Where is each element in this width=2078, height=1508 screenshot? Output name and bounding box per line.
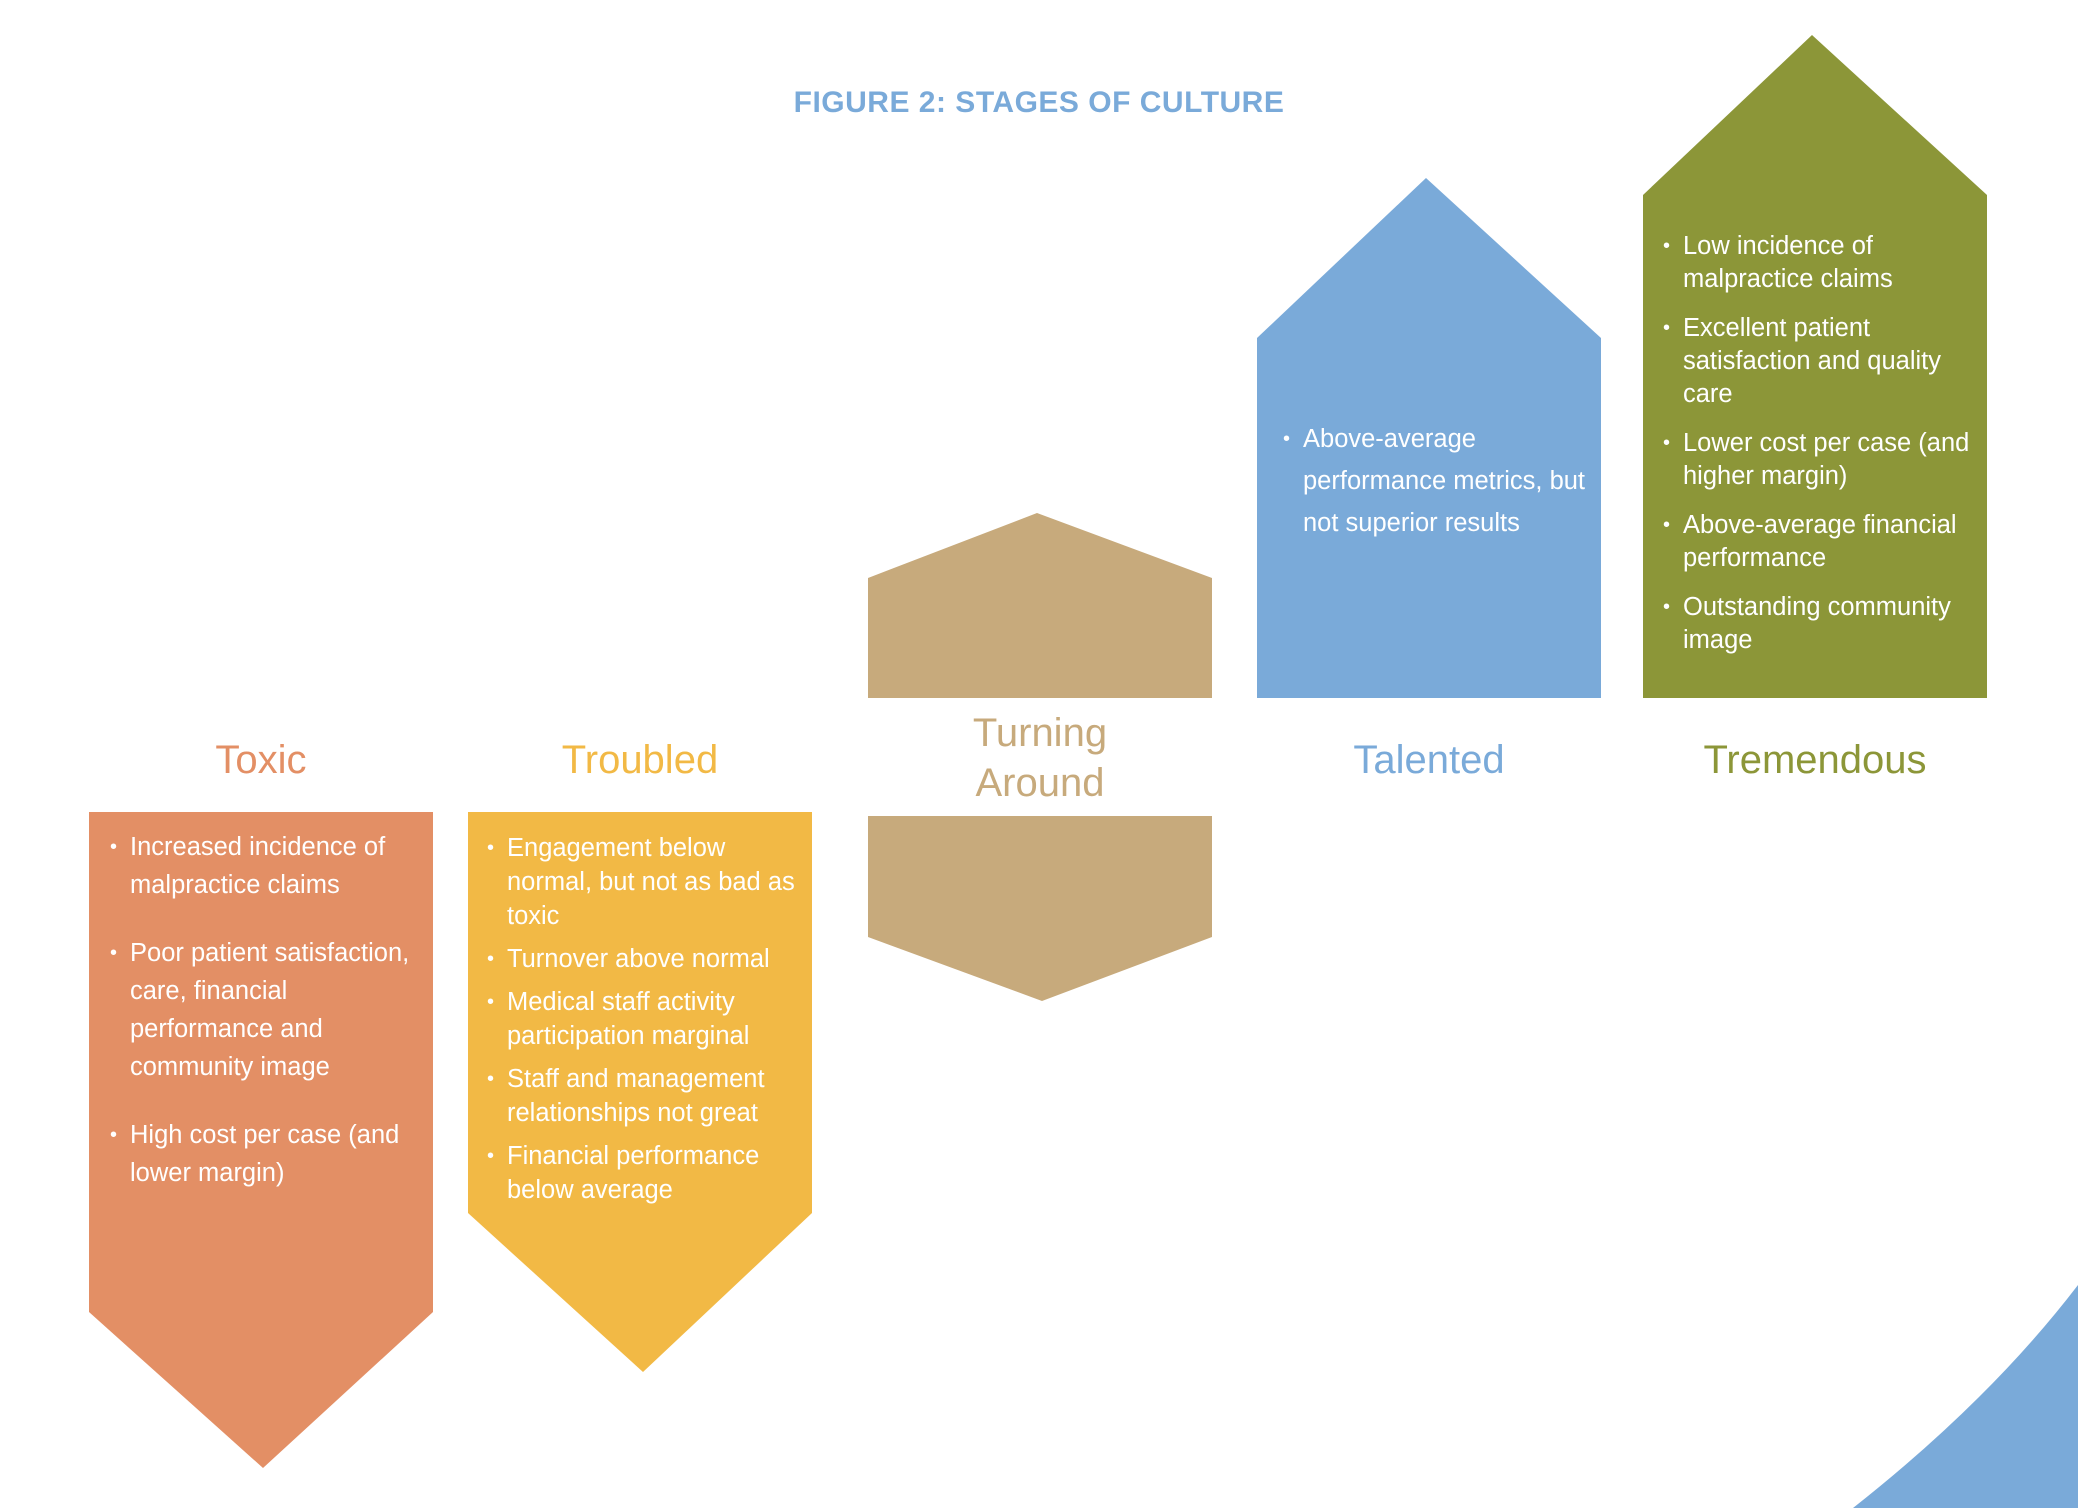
- tremendous-bullet: Excellent patient satisfaction and quali…: [1663, 312, 1978, 411]
- troubled-bullet: Financial performance below average: [487, 1139, 802, 1207]
- stage-label-turning-line2: Around: [975, 761, 1105, 805]
- toxic-bullet: High cost per case (and lower margin): [110, 1116, 420, 1192]
- tremendous-bullet: Low incidence of malpractice claims: [1663, 230, 1978, 296]
- toxic-bullet: Increased incidence of malpractice claim…: [110, 828, 420, 904]
- stage-label-toxic: Toxic: [215, 738, 307, 782]
- stage-label-troubled: Troubled: [561, 738, 719, 782]
- talented-bullet: Above-average performance metrics, but n…: [1283, 418, 1593, 544]
- figure-title: FIGURE 2: STAGES OF CULTURE: [793, 86, 1285, 119]
- troubled-bullet-list: Engagement below normal, but not as bad …: [487, 831, 802, 1216]
- corner-accent-shape: [1853, 1285, 2078, 1508]
- turning-around-up-arrow-shape: [868, 513, 1212, 698]
- stage-label-talented: Talented: [1353, 738, 1505, 782]
- troubled-bullet: Turnover above normal: [487, 942, 802, 976]
- tremendous-bullet: Above-average financial performance: [1663, 509, 1978, 575]
- tremendous-bullet: Outstanding community image: [1663, 591, 1978, 657]
- troubled-bullet: Medical staff activity participation mar…: [487, 985, 802, 1053]
- troubled-bullet: Staff and management relationships not g…: [487, 1062, 802, 1130]
- tremendous-bullet-list: Low incidence of malpractice claims Exce…: [1663, 230, 1978, 673]
- stage-label-tremendous: Tremendous: [1703, 738, 1927, 782]
- toxic-bullet: Poor patient satisfaction, care, financi…: [110, 934, 420, 1086]
- troubled-bullet: Engagement below normal, but not as bad …: [487, 831, 802, 933]
- tremendous-bullet: Lower cost per case (and higher margin): [1663, 427, 1978, 493]
- toxic-bullet-list: Increased incidence of malpractice claim…: [110, 828, 420, 1222]
- talented-bullet-list: Above-average performance metrics, but n…: [1283, 418, 1593, 544]
- stage-label-turning-around: Turning Around: [868, 708, 1212, 808]
- turning-around-down-arrow-shape: [868, 816, 1212, 1001]
- stage-label-turning-line1: Turning: [972, 711, 1108, 755]
